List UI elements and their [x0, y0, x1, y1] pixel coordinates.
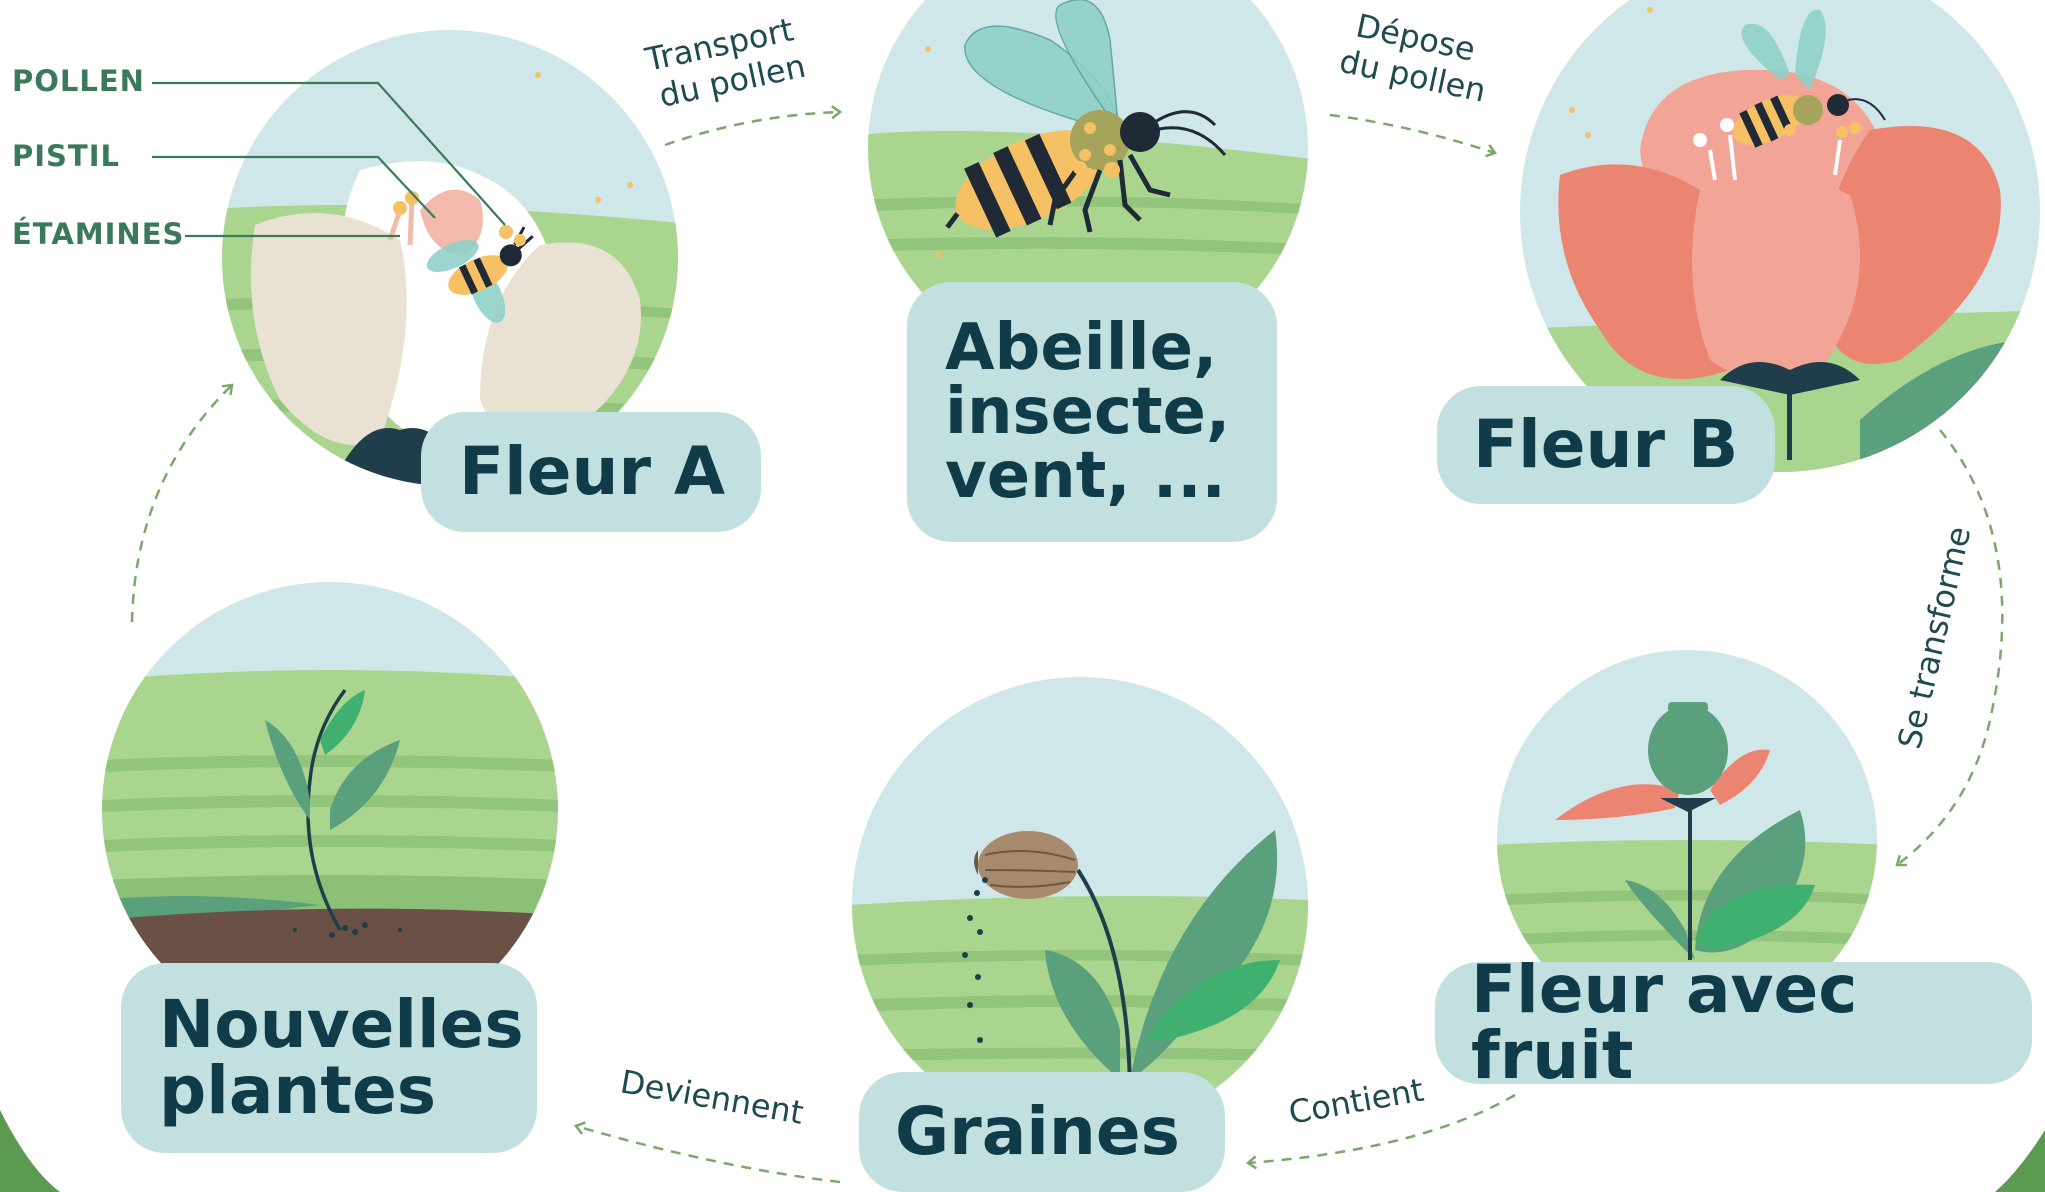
flow-text-depose: Dépose du pollen [1336, 5, 1497, 110]
label-fleur-avec-fruit: Fleur avec fruit [1435, 962, 2032, 1084]
flow-text-transport: Transport du pollen [641, 8, 815, 116]
label-insecte-line-2: insecte, [945, 380, 1230, 444]
arrow-return [132, 385, 232, 622]
label-graines: Graines [859, 1072, 1225, 1192]
arrow-deviennent [576, 1126, 840, 1182]
label-insecte-line-1: Abeille, [945, 316, 1217, 380]
label-fleur-a-text: Fleur A [459, 439, 725, 505]
label-graines-text: Graines [895, 1099, 1180, 1165]
annotation-pollen: POLLEN [12, 64, 145, 98]
label-nouvelles-line-1: Nouvelles [159, 992, 524, 1058]
label-insecte: Abeille, insecte, vent, ... [907, 282, 1277, 542]
label-insecte-line-3: vent, ... [945, 444, 1226, 508]
label-nouvelles-plantes: Nouvelles plantes [121, 963, 537, 1153]
label-fleur-b-text: Fleur B [1473, 412, 1738, 478]
annotation-pistil: PISTIL [12, 139, 120, 173]
label-fleur-avec-fruit-text: Fleur avec fruit [1471, 957, 2032, 1089]
flow-text-transforme: Se transforme [1890, 523, 1978, 752]
corner-decoration-right [1995, 1130, 2045, 1192]
arrow-transport [665, 112, 840, 145]
label-fleur-a: Fleur A [421, 412, 761, 532]
label-nouvelles-line-2: plantes [159, 1058, 436, 1124]
label-fleur-b: Fleur B [1437, 386, 1775, 504]
arrow-depose [1330, 115, 1495, 153]
flow-text-contient: Contient [1286, 1071, 1427, 1132]
annotation-etamines: ÉTAMINES [12, 217, 184, 251]
corner-decoration-left [0, 1110, 60, 1192]
flow-text-deviennent: Deviennent [618, 1062, 807, 1132]
